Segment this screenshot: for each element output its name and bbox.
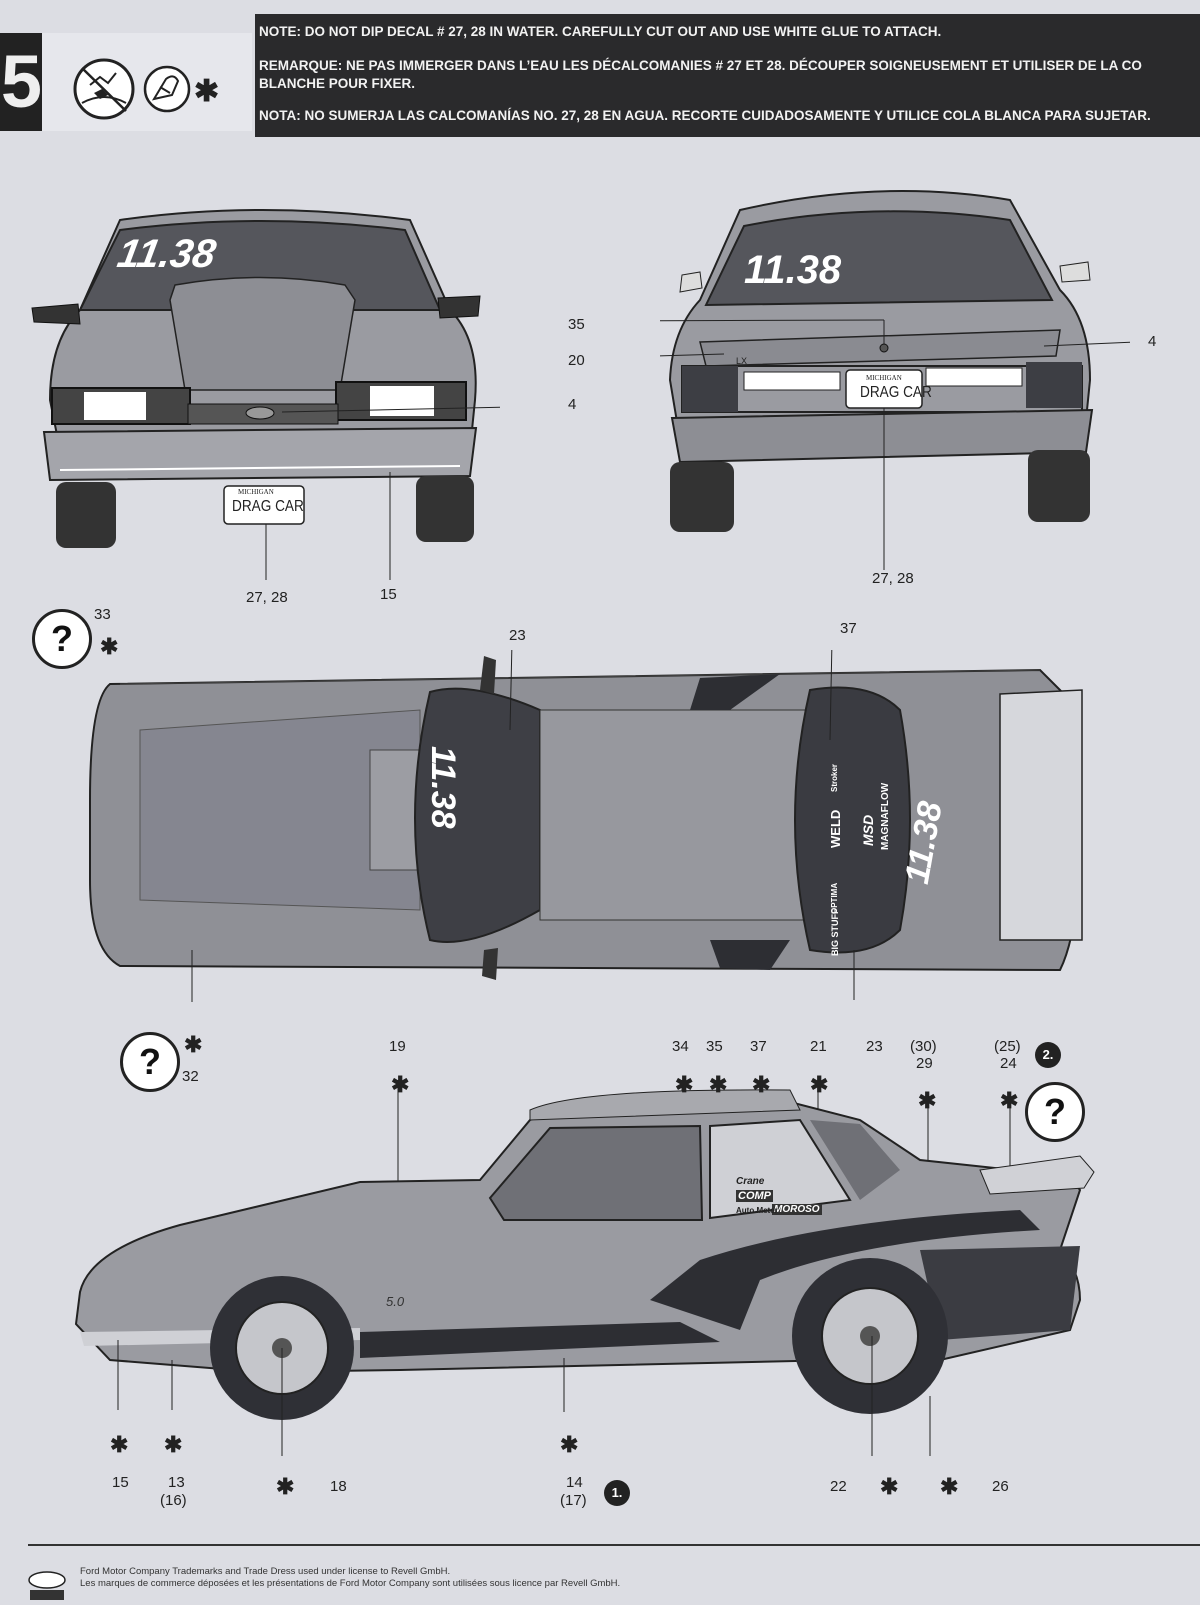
white-glue-icon	[143, 65, 191, 113]
step-number: 5	[0, 33, 42, 131]
asterisk-icon: ✱	[880, 1474, 899, 1499]
label: 20	[568, 352, 585, 369]
front-plate-text: DRAG CAR	[232, 498, 304, 515]
svg-text:✱: ✱	[194, 75, 219, 108]
side-view-diagram	[74, 1080, 1095, 1456]
top-view-diagram	[89, 650, 1083, 1002]
label: 15	[380, 586, 397, 603]
asterisk-icon: ✱	[1000, 1088, 1019, 1113]
label: 19	[389, 1038, 406, 1055]
label: 13	[168, 1474, 185, 1491]
sub-step-badge: 1.	[604, 1480, 630, 1506]
label: 21	[810, 1038, 827, 1055]
optional-help-icon: ?	[1025, 1082, 1085, 1142]
asterisk-icon: ✱	[918, 1088, 937, 1113]
label: 15	[112, 1474, 129, 1491]
fender-badge: 5.0	[386, 1294, 405, 1309]
optional-help-icon: ?	[120, 1032, 180, 1092]
ford-logo-icon	[26, 1570, 68, 1600]
label: 24	[1000, 1055, 1017, 1072]
window-decal: MOROSO	[772, 1204, 822, 1215]
optional-help-icon: ?	[32, 609, 92, 669]
front-windshield-number: 11.38	[114, 232, 220, 276]
footer-text: Ford Motor Company Trademarks and Trade …	[80, 1566, 620, 1590]
label: 37	[840, 620, 857, 637]
window-decal: COMP	[736, 1190, 773, 1202]
note-spanish: NOTA: NO SUMERJA LAS CALCOMANÍAS NO. 27,…	[259, 108, 1151, 123]
asterisk-icon: ✱	[164, 1432, 183, 1457]
label: 26	[992, 1478, 1009, 1495]
asterisk-icon: ✱	[560, 1432, 579, 1457]
label: (30)	[910, 1038, 937, 1055]
no-water-icon	[73, 58, 135, 120]
note-french-2: BLANCHE POUR FIXER.	[259, 76, 416, 91]
rear-window-number: 11.38	[744, 248, 842, 292]
label: 18	[330, 1478, 347, 1495]
asterisk-icon: ✱	[709, 1072, 728, 1097]
decal-note: NOTE: DO NOT DIP DECAL # 27, 28 IN WATER…	[255, 14, 1200, 137]
sponsor-decal: MAGNAFLOW	[880, 782, 891, 850]
asterisk-icon: ✱	[810, 1072, 829, 1097]
front-plate-state: MICHIGAN	[238, 488, 274, 496]
label: (16)	[160, 1492, 187, 1509]
asterisk-icon: ✱	[276, 1474, 295, 1499]
asterisk-icon: ✱	[675, 1072, 694, 1097]
sub-step-badge: 2.	[1035, 1042, 1061, 1068]
label: 4	[1148, 333, 1157, 350]
top-windshield-number: 11.38	[424, 746, 462, 829]
label: 35	[706, 1038, 723, 1055]
rear-plate-text: DRAG CAR	[860, 384, 932, 401]
window-decal: Crane	[736, 1176, 765, 1187]
instruction-icons: ✱	[42, 33, 252, 131]
label: 23	[866, 1038, 883, 1055]
sponsor-decal: Stroker	[830, 763, 839, 792]
asterisk-icon: ✱	[391, 1072, 410, 1097]
label: 22	[830, 1478, 847, 1495]
rear-badge: LX	[736, 356, 748, 366]
label: 35	[568, 316, 585, 333]
asterisk-icon: ✱	[940, 1474, 959, 1499]
asterisk-icon: ✱	[184, 1032, 203, 1057]
footer-line: Ford Motor Company Trademarks and Trade …	[80, 1566, 451, 1577]
label: 4	[568, 396, 577, 413]
asterisk-icon: ✱	[194, 75, 219, 108]
label: (25)	[994, 1038, 1021, 1055]
sponsor-decal: BIG STUFF	[830, 908, 840, 957]
label: 37	[750, 1038, 767, 1055]
rear-plate-state: MICHIGAN	[866, 374, 902, 382]
label: (17)	[560, 1492, 587, 1509]
label: 32	[182, 1068, 199, 1085]
footer-line: Les marques de commerce déposées et les …	[80, 1578, 621, 1589]
label: 33	[94, 606, 111, 623]
rear-view-diagram	[660, 190, 1130, 570]
front-view-diagram	[31, 209, 500, 580]
sponsor-decal: WELD	[828, 809, 843, 848]
label: 27, 28	[872, 570, 914, 587]
note-english: NOTE: DO NOT DIP DECAL # 27, 28 IN WATER…	[259, 24, 942, 39]
footer-divider	[28, 1544, 1200, 1546]
asterisk-icon: ✱	[752, 1072, 771, 1097]
window-decal: Auto Meter	[736, 1206, 778, 1215]
sponsor-decal: MSD	[860, 814, 876, 846]
asterisk-icon: ✱	[110, 1432, 129, 1457]
label: 14	[566, 1474, 583, 1491]
label: 34	[672, 1038, 689, 1055]
label: 27, 28	[246, 589, 288, 606]
asterisk-icon: ✱	[100, 634, 119, 659]
label: 29	[916, 1055, 933, 1072]
label: 23	[509, 627, 526, 644]
note-french: REMARQUE: NE PAS IMMERGER DANS L’EAU LES…	[259, 58, 1142, 73]
